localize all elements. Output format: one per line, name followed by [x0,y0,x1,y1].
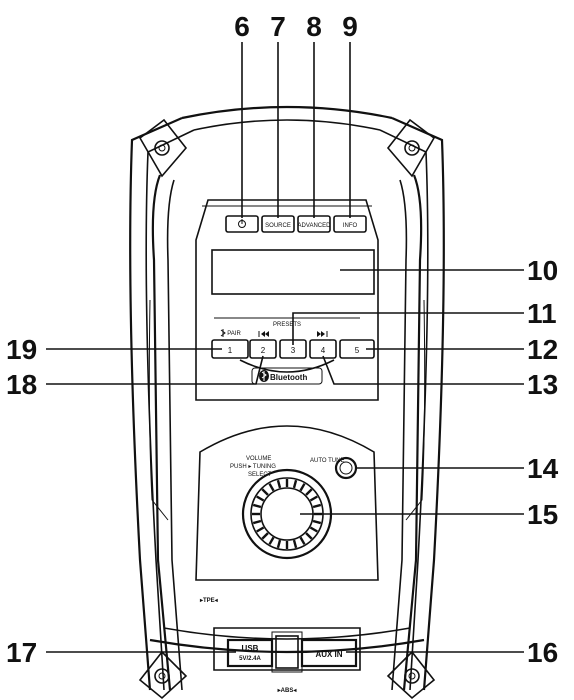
svg-text:16: 16 [527,637,558,668]
svg-text:15: 15 [527,499,558,530]
knob-ridge [276,479,282,489]
svg-text:17: 17 [6,637,37,668]
lower-panel [195,425,379,581]
aux-in-port-cover[interactable]: AUX IN [300,638,358,668]
knob-ridge [309,495,318,502]
presets-label: PRESETS [273,322,301,328]
presets-label-group: PRESETS [214,317,360,328]
callout-9: 9 [342,11,358,218]
knob-grip-ridges [252,479,322,549]
select-label: SELECT [248,472,272,478]
usb-label: USB [242,644,259,653]
knob-ridge [305,532,313,540]
svg-text:10: 10 [527,255,558,286]
tpe-marking: ▸TPE◂ [199,598,219,604]
callout-17: 17 [6,637,236,668]
usb-rating-label: 5V/2.4A [239,656,261,662]
upper-control-panel [195,199,379,401]
callout-7: 7 [270,11,286,218]
callout-18: 18 [6,355,264,400]
push-tuning-label: PUSH ▸ TUNING [230,464,276,470]
callout-14: 14 [356,453,559,484]
knob-ridge [299,483,306,492]
pair-label: PAIR [227,331,241,337]
next-track-icon [317,331,328,337]
roll-cage-frame [129,105,445,691]
source-button-label: SOURCE [265,223,291,229]
knob-ridge [256,495,265,502]
knob-ridge [299,536,306,545]
callout-12: 12 [366,334,558,365]
svg-text:2: 2 [261,346,266,355]
abs-marking: ▸ABS◂ [277,688,298,694]
usb-port-cover[interactable]: USB 5V/2.4A [226,638,274,668]
svg-text:1: 1 [228,346,233,355]
svg-text:6: 6 [234,11,250,42]
svg-text:9: 9 [342,11,358,42]
source-button[interactable]: SOURCE [261,215,295,233]
svg-text:8: 8 [306,11,322,42]
preset-button-1[interactable]: 1 PAIR [211,329,249,359]
preset-button-2[interactable]: 2 [249,331,277,359]
svg-text:12: 12 [527,334,558,365]
lcd-display [211,249,375,295]
advanced-button-label: ADVANCED [298,223,332,229]
bluetooth-pair-icon [220,329,226,337]
knob-ridge [292,479,298,489]
info-button[interactable]: INFO [333,215,367,233]
knob-ridge [268,483,275,492]
callout-13: 13 [322,355,558,400]
corner-bolt-top-left [138,118,188,178]
svg-text:13: 13 [527,369,558,400]
knob-ridge [268,536,275,545]
bluetooth-text: Bluetooth [270,373,307,382]
preset-button-4[interactable]: 4 [309,331,337,359]
aux-in-label: AUX IN [315,650,342,659]
svg-text:18: 18 [6,369,37,400]
auto-tune-label: AUTO TUNE [310,458,344,464]
info-button-label: INFO [343,223,358,229]
svg-text:11: 11 [527,298,557,329]
knob-ridge [276,539,282,549]
knob-ridge [252,503,262,509]
svg-text:19: 19 [6,334,37,365]
knob-ridge [312,503,322,509]
corner-bolt-bottom-left [138,650,188,700]
callout-8: 8 [306,11,322,218]
knob-ridge [305,488,313,496]
volume-label: VOLUME [246,456,271,462]
callout-11: 11 [292,298,557,345]
svg-text:5: 5 [355,346,360,355]
knob-ridge [292,539,298,549]
previous-track-icon [258,331,269,337]
svg-text:7: 7 [270,11,286,42]
knob-ridge [256,526,265,533]
callout-6: 6 [234,11,250,218]
callout-16: 16 [346,637,558,668]
power-button[interactable] [225,215,259,233]
bluetooth-logo: Bluetooth [239,359,335,385]
auto-tune-button[interactable] [334,456,358,480]
svg-text:4: 4 [321,346,326,355]
corner-bolt-bottom-right [386,650,436,700]
svg-text:3: 3 [291,346,296,355]
corner-bolt-top-right [386,118,436,178]
knob-ridge [312,519,322,525]
knob-ridge [252,519,262,525]
callout-10: 10 [340,255,558,286]
bluetooth-icon [259,370,269,382]
knob-ridge [261,532,269,540]
advanced-button[interactable]: ADVANCED [297,215,332,233]
power-icon [238,219,246,228]
svg-text:14: 14 [527,453,559,484]
knob-ridge [261,488,269,496]
knob-ridge [309,526,318,533]
callout-15: 15 [300,499,558,530]
callout-19: 19 [6,334,222,365]
